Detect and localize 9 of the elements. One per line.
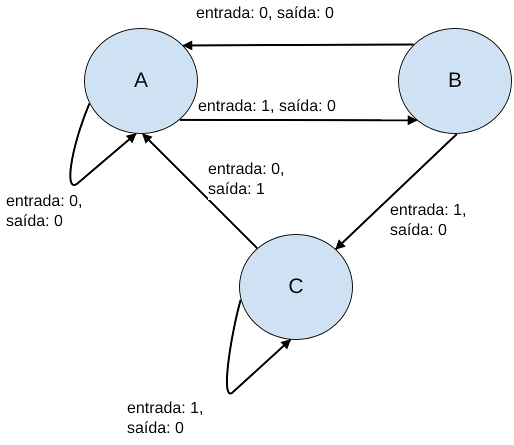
transition-arrow <box>182 40 414 50</box>
state-name: A <box>134 69 148 93</box>
transition-arrow <box>180 115 418 126</box>
transition-arrow <box>142 133 258 249</box>
state-name: C <box>288 275 304 299</box>
transition-arrow <box>226 300 292 394</box>
state-name: B <box>448 69 462 93</box>
transition-arrow <box>335 133 458 250</box>
transition-arrow <box>69 103 137 186</box>
